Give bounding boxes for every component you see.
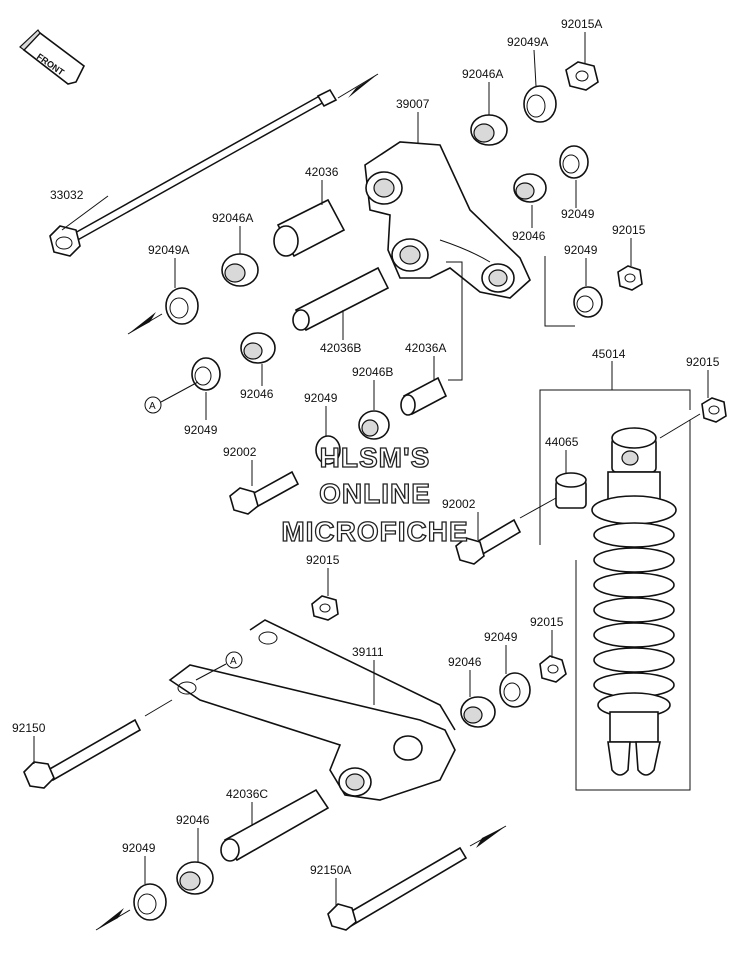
bearing-92046B (358, 410, 390, 440)
collar-42036C (220, 788, 330, 862)
bearing-92046-r1 (513, 173, 547, 203)
callout-92015-r2: 92015 (686, 355, 720, 369)
bearing-92046A-left (221, 253, 259, 287)
ref-marker-text-2: A (230, 656, 237, 667)
bolt-92150A (327, 825, 507, 931)
watermark-line-2: ONLINE (319, 478, 431, 509)
seal-92049-c1 (315, 435, 341, 465)
bearing-92046A-top (470, 114, 508, 146)
nut-92015-b (539, 655, 567, 683)
collar-44065 (519, 472, 587, 519)
callout-42036: 42036 (305, 165, 339, 179)
seal-92049A-left (127, 287, 199, 335)
nut-92015-c (311, 595, 339, 621)
callout-92049-bl: 92049 (122, 841, 156, 855)
front-arrow-icon: FRONT (19, 29, 86, 85)
callout-92015-c: 92015 (306, 553, 340, 567)
bolt-92002-right (455, 518, 522, 565)
tie-rod-39111 (168, 619, 456, 801)
shock-absorber-45014 (539, 389, 701, 791)
callout-92046-bl: 92046 (176, 813, 210, 827)
bearing-92046-l1 (240, 332, 276, 364)
nut-92015-r1 (617, 265, 643, 291)
callout-92046B: 92046B (352, 365, 393, 379)
callout-92049-b: 92049 (484, 630, 518, 644)
bearing-92046-b (460, 696, 496, 728)
seal-92049-bl (95, 883, 167, 931)
bolt-33032 (49, 73, 379, 257)
callout-92150: 92150 (12, 721, 46, 735)
callout-45014: 45014 (592, 347, 626, 361)
seal-92049-r1 (559, 145, 589, 179)
leader-lines (33, 32, 709, 906)
collar-42036A (400, 376, 448, 416)
ref-marker-text-1: A (149, 401, 156, 412)
watermark-line-1: HLSM'S (320, 442, 431, 473)
callout-92150A: 92150A (310, 863, 351, 877)
callout-92046A-top: 92046A (462, 67, 503, 81)
callout-92049-c1: 92049 (304, 391, 338, 405)
seal-92049-l1 (191, 357, 221, 391)
callout-92002-right: 92002 (442, 497, 476, 511)
callout-92046-l1: 92046 (240, 387, 274, 401)
callout-42036A: 42036A (405, 341, 446, 355)
callout-92049-l1: 92049 (184, 423, 218, 437)
callout-92015-b: 92015 (530, 615, 564, 629)
spring-coils (593, 522, 675, 698)
callout-92002-left: 92002 (223, 445, 257, 459)
callout-92046-b: 92046 (448, 655, 482, 669)
callout-39111: 39111 (352, 645, 384, 659)
watermark: HLSM'S ONLINE MICROFICHE (281, 441, 469, 547)
callout-92049A-top: 92049A (507, 35, 548, 49)
callout-42036C: 42036C (226, 787, 268, 801)
watermark-line-3: MICROFICHE (281, 516, 468, 547)
callout-92049-r1: 92049 (561, 207, 595, 221)
callout-92015-r1: 92015 (612, 223, 646, 237)
callout-labels: 92015A 92049A 92046A 39007 33032 42036 9… (12, 17, 720, 877)
callout-92046A-left: 92046A (212, 211, 253, 225)
ref-marker-a-1: A (144, 381, 199, 414)
callout-42036B: 42036B (320, 341, 361, 355)
callout-44065: 44065 (545, 435, 579, 449)
seal-92049-b (499, 672, 531, 708)
callout-33032: 33032 (50, 188, 84, 202)
callout-92015A: 92015A (561, 17, 602, 31)
callout-92046-r1: 92046 (512, 229, 546, 243)
nut-92015A (565, 61, 599, 91)
bolt-92150 (23, 699, 173, 789)
callout-39007: 39007 (396, 97, 430, 111)
callout-92049A-left: 92049A (148, 243, 189, 257)
collar-42036B (292, 266, 390, 332)
seal-92049-r2 (573, 286, 603, 318)
callout-92049-r2: 92049 (564, 243, 598, 257)
nut-92015-r2 (701, 397, 727, 423)
rocker-arm-39007 (364, 141, 531, 299)
bearing-92046-bl (176, 861, 214, 895)
bolt-92002-left (229, 470, 300, 515)
ref-marker-a-2: A (195, 651, 243, 681)
collar-42036 (273, 198, 346, 258)
seal-92049A-top (523, 85, 557, 123)
